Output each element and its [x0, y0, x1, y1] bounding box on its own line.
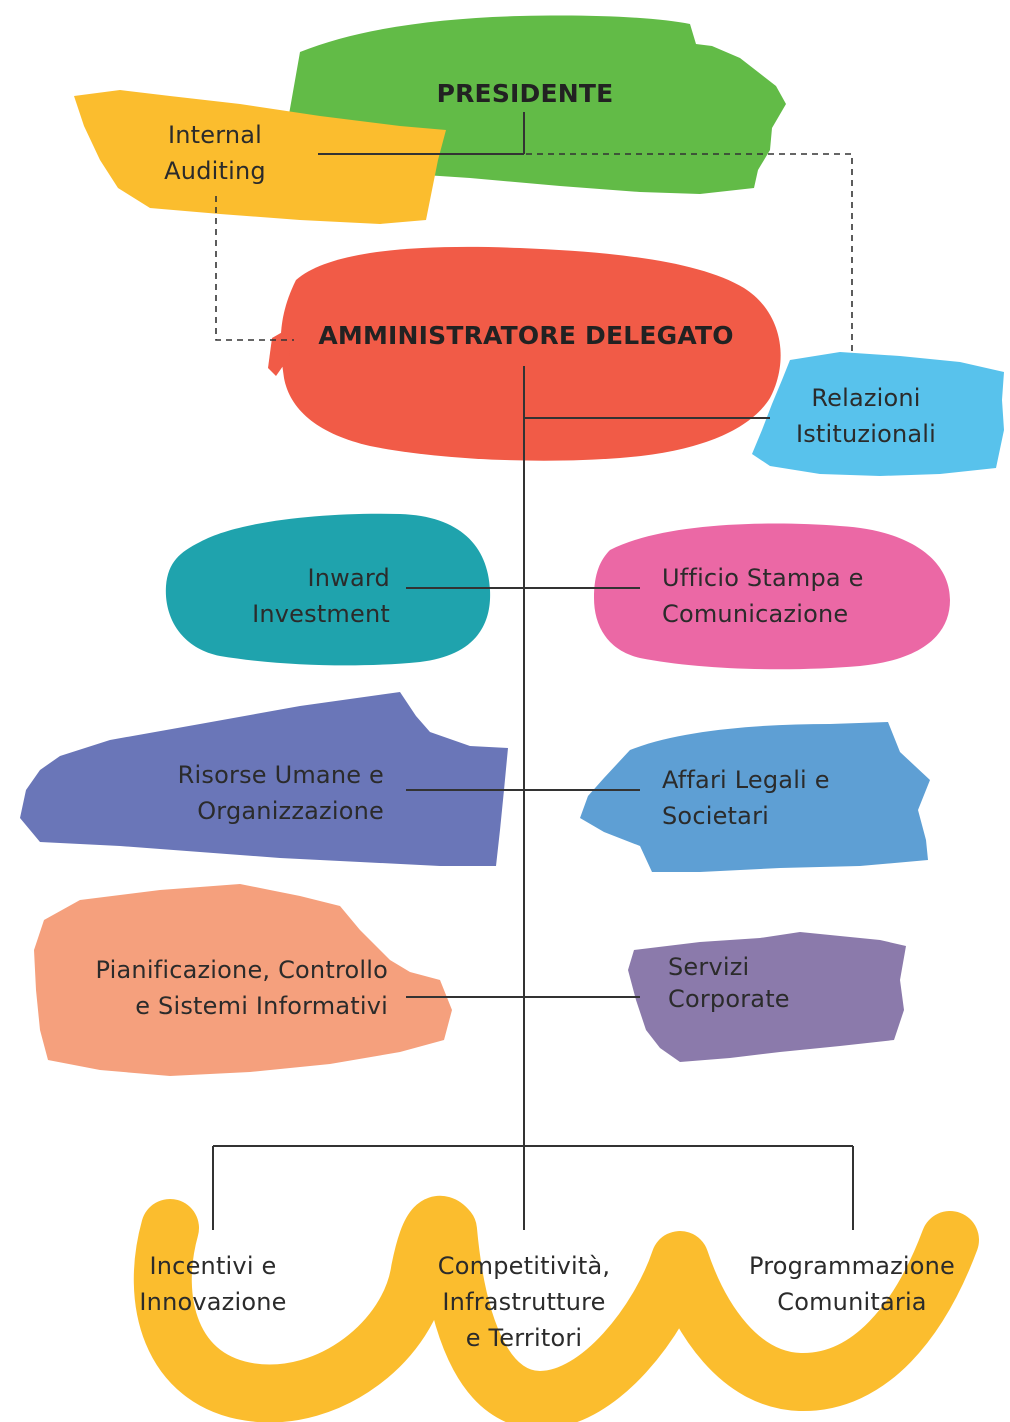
affari-line-2: Societari — [662, 802, 769, 830]
ufficio-line-2: Comunicazione — [662, 600, 849, 628]
relazioni-line-1: Relazioni — [811, 384, 921, 412]
affari-label: Affari Legali e Societari — [662, 762, 902, 834]
amministratore-label-line: AMMINISTRATORE DELEGATO — [318, 321, 734, 350]
affari-line-1: Affari Legali e — [662, 766, 830, 794]
inward-line-2: Investment — [252, 600, 390, 628]
inward-blob — [165, 513, 491, 666]
programmazione-label: Programmazione Comunitaria — [722, 1248, 982, 1320]
ufficio-line-1: Ufficio Stampa e — [662, 564, 864, 592]
programmazione-line-2: Comunitaria — [777, 1288, 927, 1316]
competitivita-line-2: Infrastrutture — [442, 1288, 606, 1316]
programmazione-line-1: Programmazione — [748, 1252, 956, 1280]
incentivi-line-1: Incentivi e — [149, 1252, 277, 1280]
affari-blob — [580, 722, 930, 872]
pianificazione-line-1: Pianificazione, Controllo — [95, 956, 388, 984]
pianificazione-line-2: e Sistemi Informativi — [135, 992, 388, 1020]
pianificazione-blob — [34, 884, 452, 1076]
amministratore-splash — [268, 330, 290, 376]
competitivita-line-3: e Territori — [465, 1324, 583, 1352]
presidente-label: PRESIDENTE — [420, 76, 630, 112]
bottom-wave-band — [133, 1196, 979, 1422]
inward-label: Inward Investment — [200, 560, 390, 632]
competitivita-label: Competitività, Infrastrutture e Territor… — [414, 1248, 634, 1356]
relazioni-blob — [752, 352, 1004, 476]
incentivi-label: Incentivi e Innovazione — [118, 1248, 308, 1320]
pianificazione-label: Pianificazione, Controllo e Sistemi Info… — [52, 952, 388, 1024]
internal-auditing-label: Internal Auditing — [140, 117, 290, 189]
amministratore-label: AMMINISTRATORE DELEGATO — [306, 318, 746, 354]
servizi-blob — [628, 932, 906, 1062]
relazioni-label: Relazioni Istituzionali — [778, 380, 954, 452]
internal-auditing-blob — [74, 90, 446, 224]
risorse-line-2: Organizzazione — [197, 797, 384, 825]
ufficio-label: Ufficio Stampa e Comunicazione — [662, 560, 902, 632]
internal-auditing-line-1: Internal — [167, 121, 263, 149]
dashed-auditing-link — [215, 196, 294, 341]
ufficio-blob — [594, 523, 950, 670]
relazioni-line-2: Istituzionali — [795, 420, 937, 448]
inward-line-1: Inward — [307, 564, 390, 592]
amministratore-blob — [280, 246, 781, 461]
presidente-label-line: PRESIDENTE — [436, 79, 614, 108]
risorse-line-1: Risorse Umane e — [177, 761, 384, 789]
incentivi-line-2: Innovazione — [139, 1288, 287, 1316]
internal-auditing-line-2: Auditing — [164, 157, 266, 185]
competitivita-line-1: Competitività, — [437, 1252, 611, 1280]
risorse-label: Risorse Umane e Organizzazione — [120, 757, 384, 829]
servizi-line-2: Corporate — [668, 985, 790, 1013]
servizi-line-1: Servizi — [668, 953, 750, 981]
risorse-blob — [20, 692, 508, 866]
servizi-label: Servizi Corporate — [668, 951, 868, 1015]
